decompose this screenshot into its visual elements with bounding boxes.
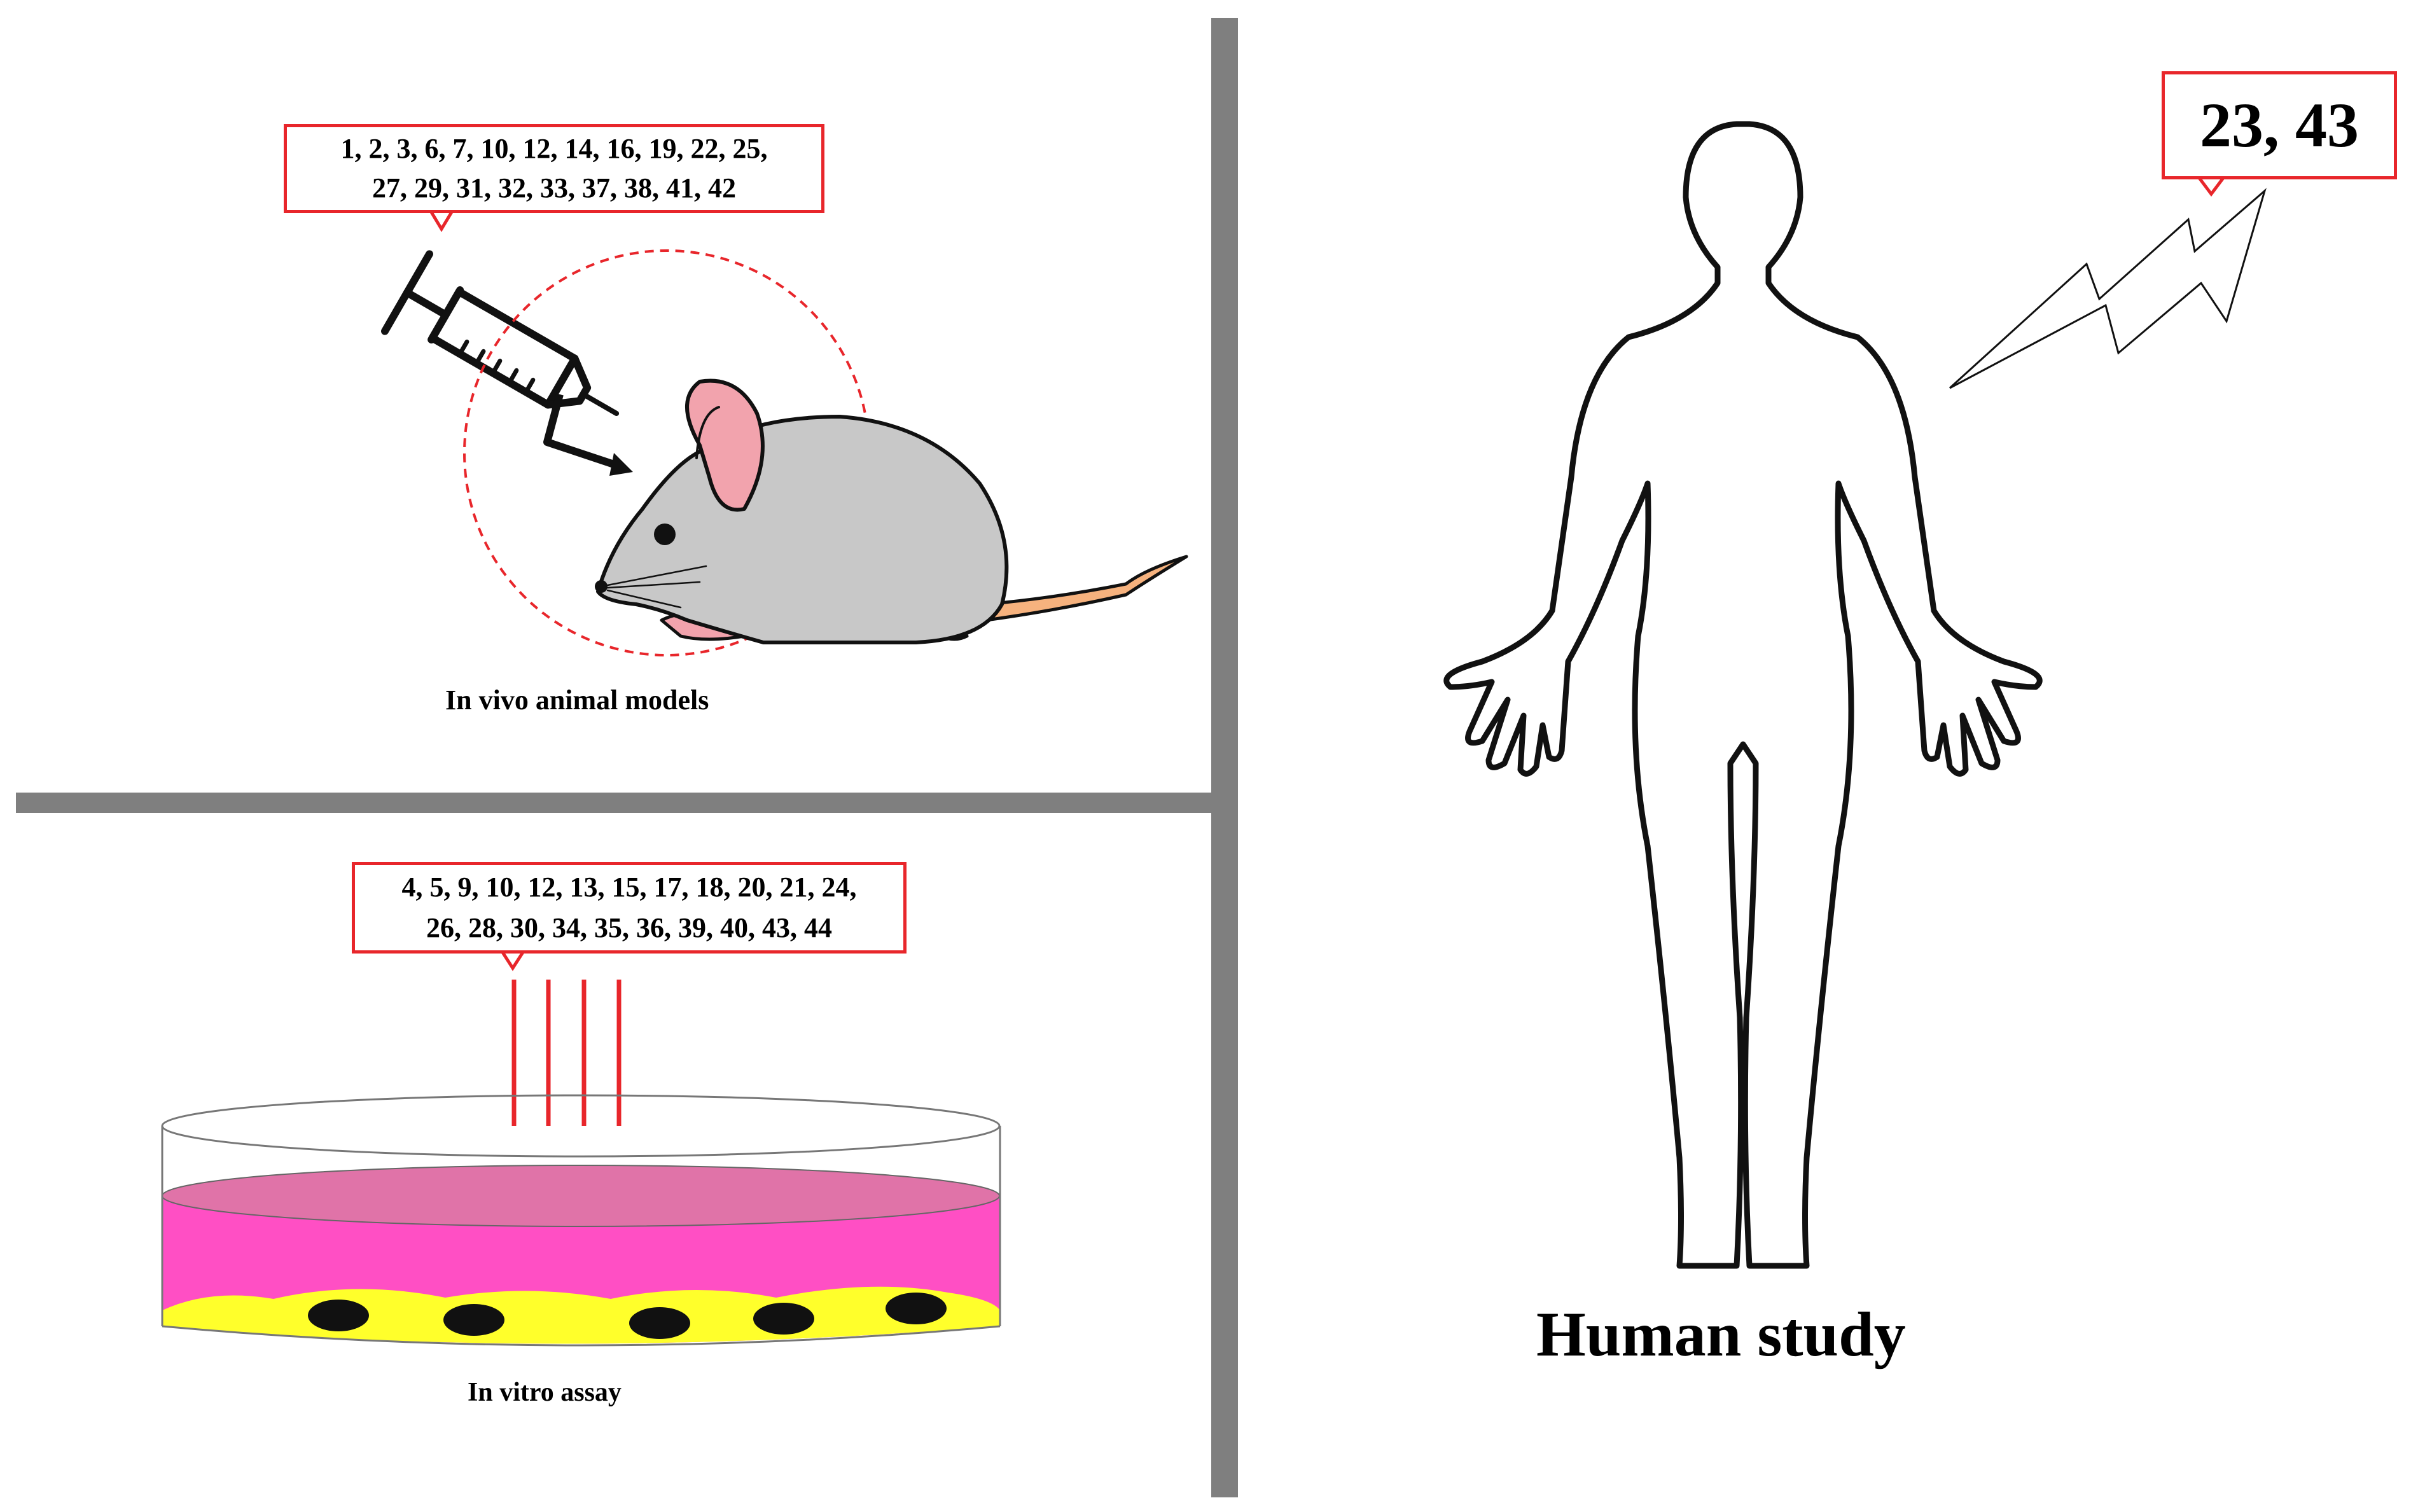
cell-5 [886, 1293, 947, 1324]
human-references-callout: 23, 43 [2162, 71, 2397, 179]
panel-dividers [16, 18, 1238, 1497]
in-vivo-references-callout: 1, 2, 3, 6, 7, 10, 12, 14, 16, 19, 22, 2… [284, 124, 824, 213]
cell-1 [308, 1300, 369, 1331]
treatment-arrows-icon [506, 980, 627, 1146]
in-vivo-refs-line-1: 1, 2, 3, 6, 7, 10, 12, 14, 16, 19, 22, 2… [340, 133, 768, 164]
injection-arrow-icon [543, 393, 633, 476]
human-refs: 23, 43 [2200, 90, 2359, 160]
in-vitro-caption: In vitro assay [468, 1378, 622, 1407]
lightning-bolt-icon [1949, 188, 2267, 389]
human-study-caption: Human study [1536, 1299, 1906, 1370]
syringe-icon [381, 250, 620, 416]
petri-dish-icon [161, 1094, 1001, 1347]
mouse-icon [595, 378, 1188, 644]
vertical-divider [1211, 18, 1238, 1497]
in-vivo-refs-line-2: 27, 29, 31, 32, 33, 37, 38, 41, 42 [372, 172, 736, 204]
in-vitro-references-callout: 4, 5, 9, 10, 12, 13, 15, 17, 18, 20, 21,… [352, 862, 907, 954]
human-silhouette-icon [1443, 121, 2043, 1269]
cell-3 [629, 1307, 690, 1339]
cell-4 [753, 1303, 814, 1335]
in-vivo-caption: In vivo animal models [445, 684, 709, 716]
in-vitro-refs-line-2: 26, 28, 30, 34, 35, 36, 39, 40, 43, 44 [426, 912, 832, 943]
horizontal-divider [16, 793, 1225, 813]
in-vitro-refs-line-1: 4, 5, 9, 10, 12, 13, 15, 17, 18, 20, 21,… [401, 871, 857, 903]
cell-2 [443, 1304, 504, 1336]
